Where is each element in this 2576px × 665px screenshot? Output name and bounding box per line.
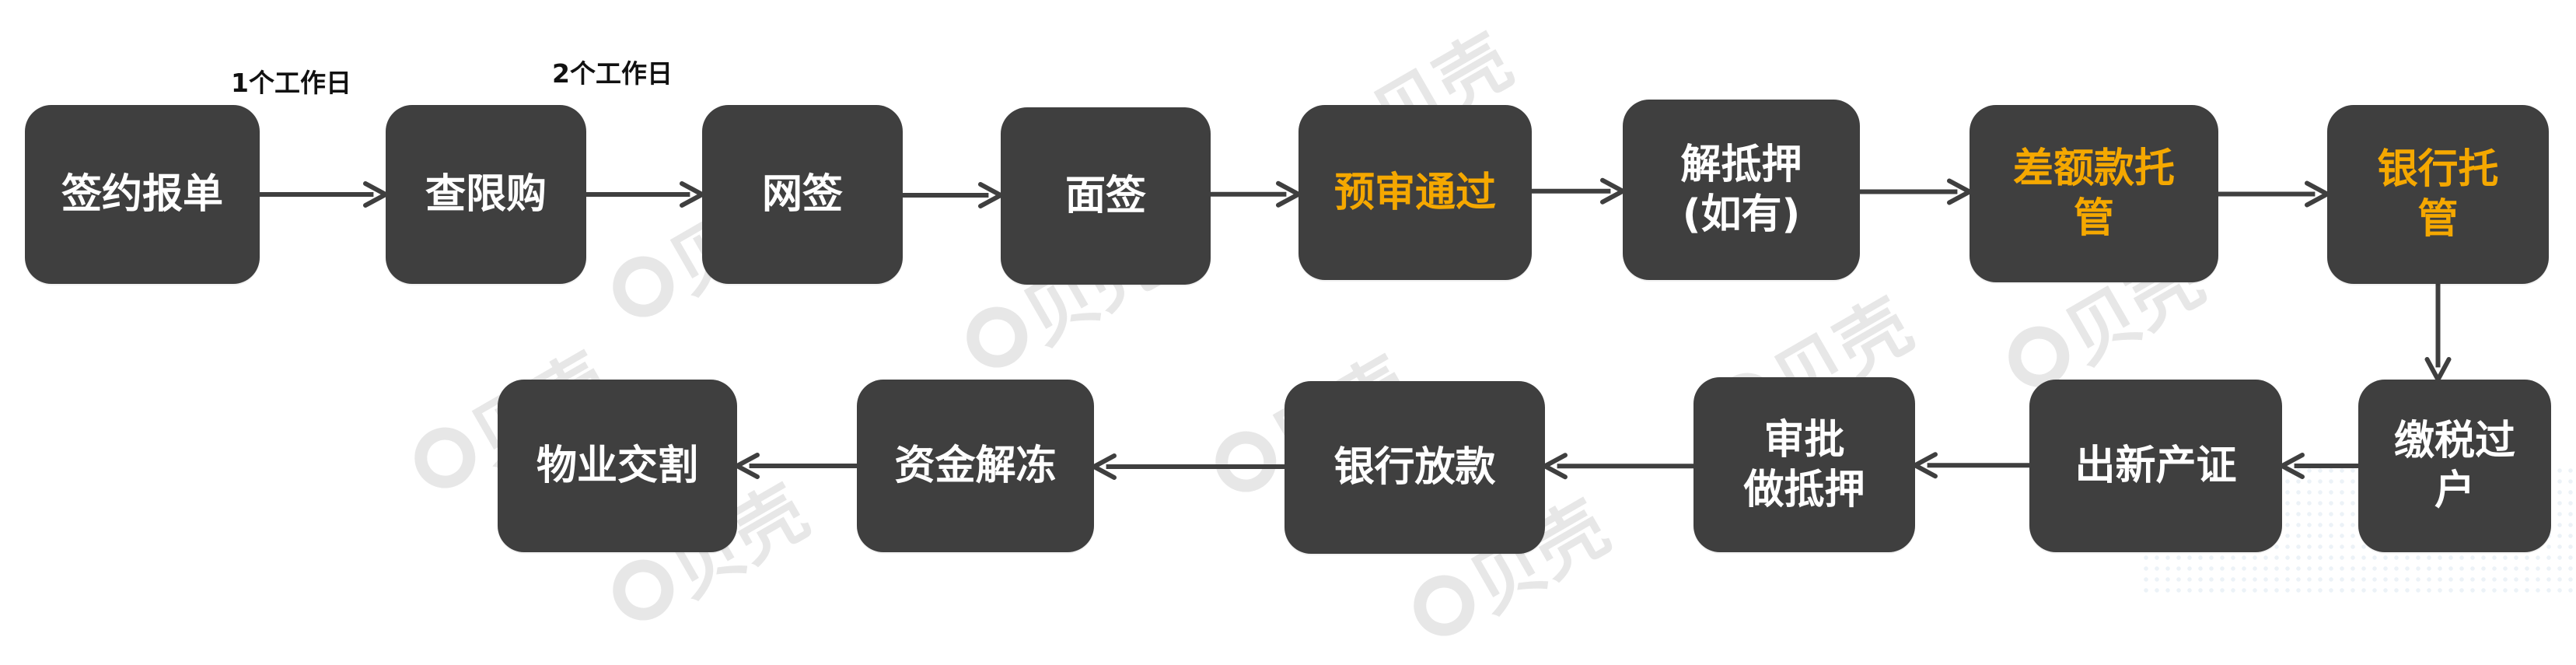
edge-label-1: 1个工作日 (231, 68, 351, 98)
node-n7: 差额款托 管 (1970, 105, 2218, 282)
connector-n13-n14 (732, 453, 857, 479)
connector-n7-n8 (2218, 180, 2333, 208)
node-n12: 银行放款 (1285, 381, 1545, 554)
node-n9: 缴税过 户 (2358, 380, 2551, 552)
arrowhead (1089, 453, 1117, 480)
connector-n6-n7 (1860, 178, 1975, 205)
node-n6: 解抵押 (如有) (1623, 100, 1860, 280)
node-n3: 网签 (702, 105, 903, 284)
edge-label-2: 2个工作日 (552, 58, 673, 89)
node-n8: 银行托 管 (2327, 105, 2549, 284)
connector-n11-n12 (1540, 453, 1693, 480)
connector-n12-n13 (1089, 453, 1285, 480)
node-n4: 面签 (1001, 107, 1211, 285)
node-n13: 资金解冻 (857, 380, 1094, 552)
connector-n9-n10 (2277, 453, 2358, 479)
connector-n4-n5 (1211, 180, 1304, 208)
node-n11: 审批 做抵押 (1693, 377, 1915, 552)
connector-n2-n3 (586, 181, 708, 208)
arrowhead (732, 453, 760, 479)
flowchart-canvas: 贝壳 贝壳 贝壳 贝壳 贝壳 贝壳 贝壳 贝壳 贝壳 签约报单 查限购 网签 面… (25, 19, 2576, 647)
connector-n5-n6 (1532, 177, 1628, 205)
connector-n10-n11 (1910, 452, 2029, 479)
arrowhead (2277, 453, 2305, 479)
node-n2: 查限购 (386, 105, 586, 284)
connector-n3-n4 (903, 182, 1006, 208)
node-n14: 物业交割 (498, 380, 737, 552)
arrowhead (1540, 453, 1568, 480)
node-n10: 出新产证 (2029, 380, 2282, 552)
node-n5: 预审通过 (1298, 105, 1532, 280)
node-n1: 签约报单 (25, 105, 260, 284)
arrowhead (1910, 452, 1938, 479)
connector-n1-n2 (260, 181, 391, 208)
connector-n8-n9 (2424, 284, 2452, 385)
